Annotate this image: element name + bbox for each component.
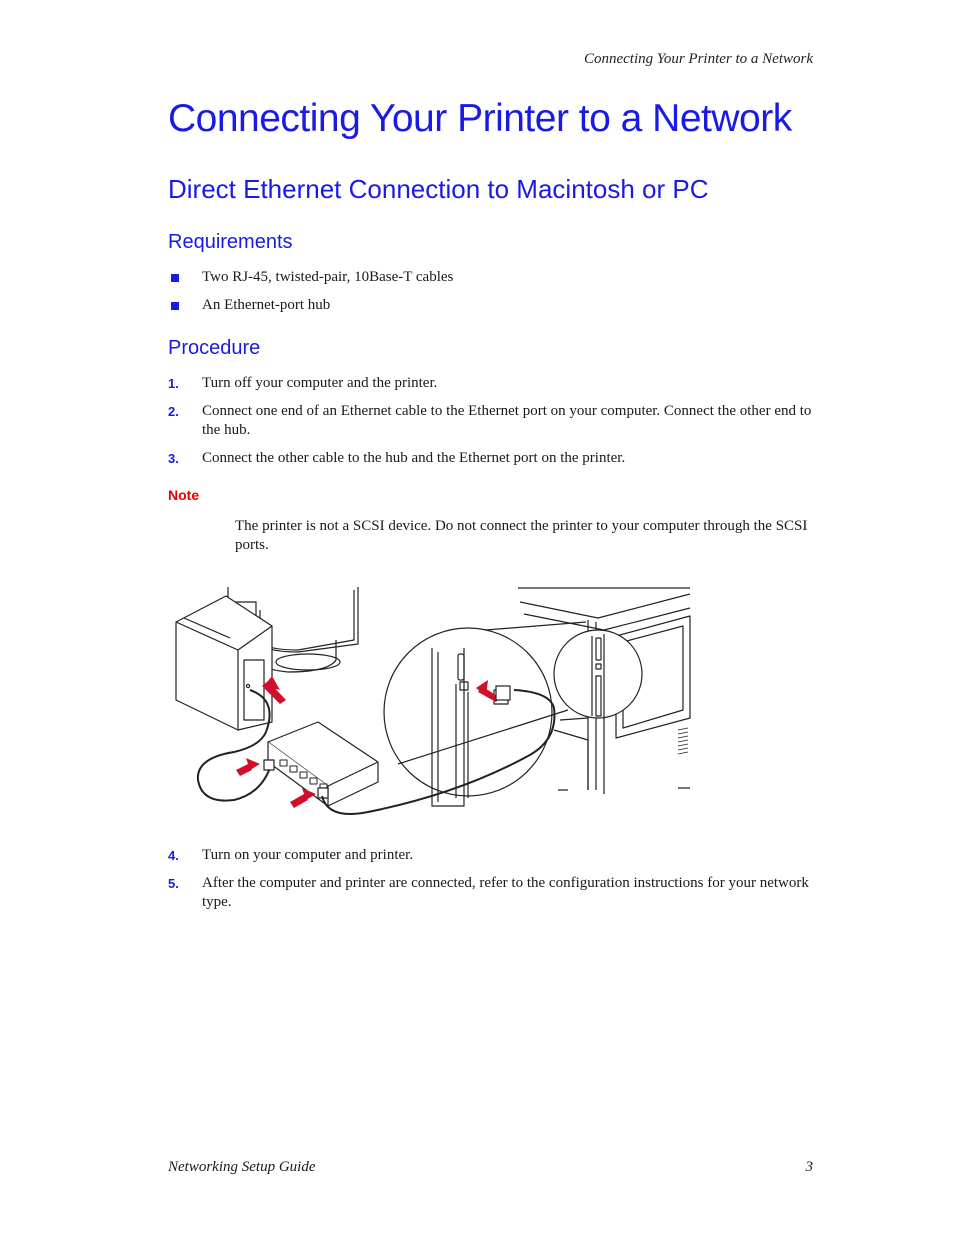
running-header: Connecting Your Printer to a Network (583, 51, 813, 67)
page-title: Connecting Your Printer to a Network (168, 97, 792, 140)
bullet-icon (171, 274, 179, 282)
step-number: 1. (168, 376, 179, 391)
arrow-icon (290, 788, 316, 808)
hub-drawing (263, 721, 379, 807)
computer-tower-drawing (175, 595, 273, 731)
bullet-icon (171, 302, 179, 310)
step-number: 4. (168, 848, 179, 863)
cable-computer-hub (196, 689, 271, 802)
zoom-circle-drawing (383, 621, 587, 807)
list-item-text: An Ethernet-port hub (202, 297, 331, 313)
step-text: Turn off your computer and the printer. (202, 375, 438, 391)
arrow-icon (476, 680, 500, 702)
arrow-icon (262, 676, 286, 704)
requirements-heading: Requirements (168, 231, 293, 253)
step-number: 5. (168, 876, 179, 891)
note-text: The printer is not a SCSI device. Do not… (235, 518, 808, 553)
page-number: 3 (805, 1159, 814, 1175)
step-text: Connect the other cable to the hub and t… (202, 450, 626, 466)
arrow-group (236, 676, 500, 808)
note-label: Note (168, 487, 200, 503)
step-text: Turn on your computer and printer. (202, 847, 414, 863)
step-text: Connect one end of an Ethernet cable to … (202, 403, 812, 438)
step-number: 3. (168, 451, 179, 466)
procedure-heading: Procedure (168, 337, 261, 359)
zoom-detail-circle-drawing (553, 629, 643, 720)
footer-guide-title: Networking Setup Guide (168, 1159, 316, 1175)
arrow-icon (236, 758, 260, 776)
list-item-text: Two RJ-45, twisted-pair, 10Base-T cables (202, 269, 454, 285)
network-connection-illustration (175, 587, 691, 815)
section-title: Direct Ethernet Connection to Macintosh … (168, 174, 709, 204)
rj45-plug-drawing (495, 685, 511, 701)
step-number: 2. (168, 404, 179, 419)
step-text: After the computer and printer are conne… (202, 875, 809, 910)
